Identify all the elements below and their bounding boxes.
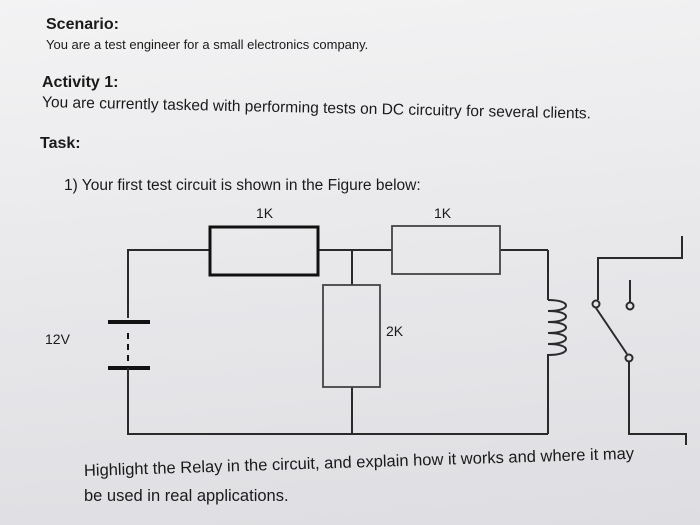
top-wire-left: [127, 249, 210, 318]
scenario-heading: Scenario:: [46, 16, 119, 33]
task-heading: Task:: [40, 135, 81, 152]
battery-label: 12V: [45, 331, 70, 347]
resistor-3-label: 2K: [386, 323, 404, 339]
relay-coil-icon: [547, 299, 567, 358]
resistor-3: [322, 284, 381, 388]
resistor-2-label: 1K: [434, 205, 452, 221]
resistor-1: [208, 225, 320, 277]
question-line-2: be used in real applications.: [84, 487, 289, 505]
resistor-1-label: 1K: [256, 205, 274, 221]
relay-switch-icon: [591, 236, 687, 445]
bottom-wire: [127, 368, 548, 435]
activity-heading: Activity 1:: [42, 74, 119, 91]
resistor-2: [391, 225, 501, 275]
battery-symbol: [108, 320, 150, 384]
scenario-text: You are a test engineer for a small elec…: [46, 37, 369, 52]
task-item-1: 1) Your first test circuit is shown in t…: [64, 177, 421, 194]
